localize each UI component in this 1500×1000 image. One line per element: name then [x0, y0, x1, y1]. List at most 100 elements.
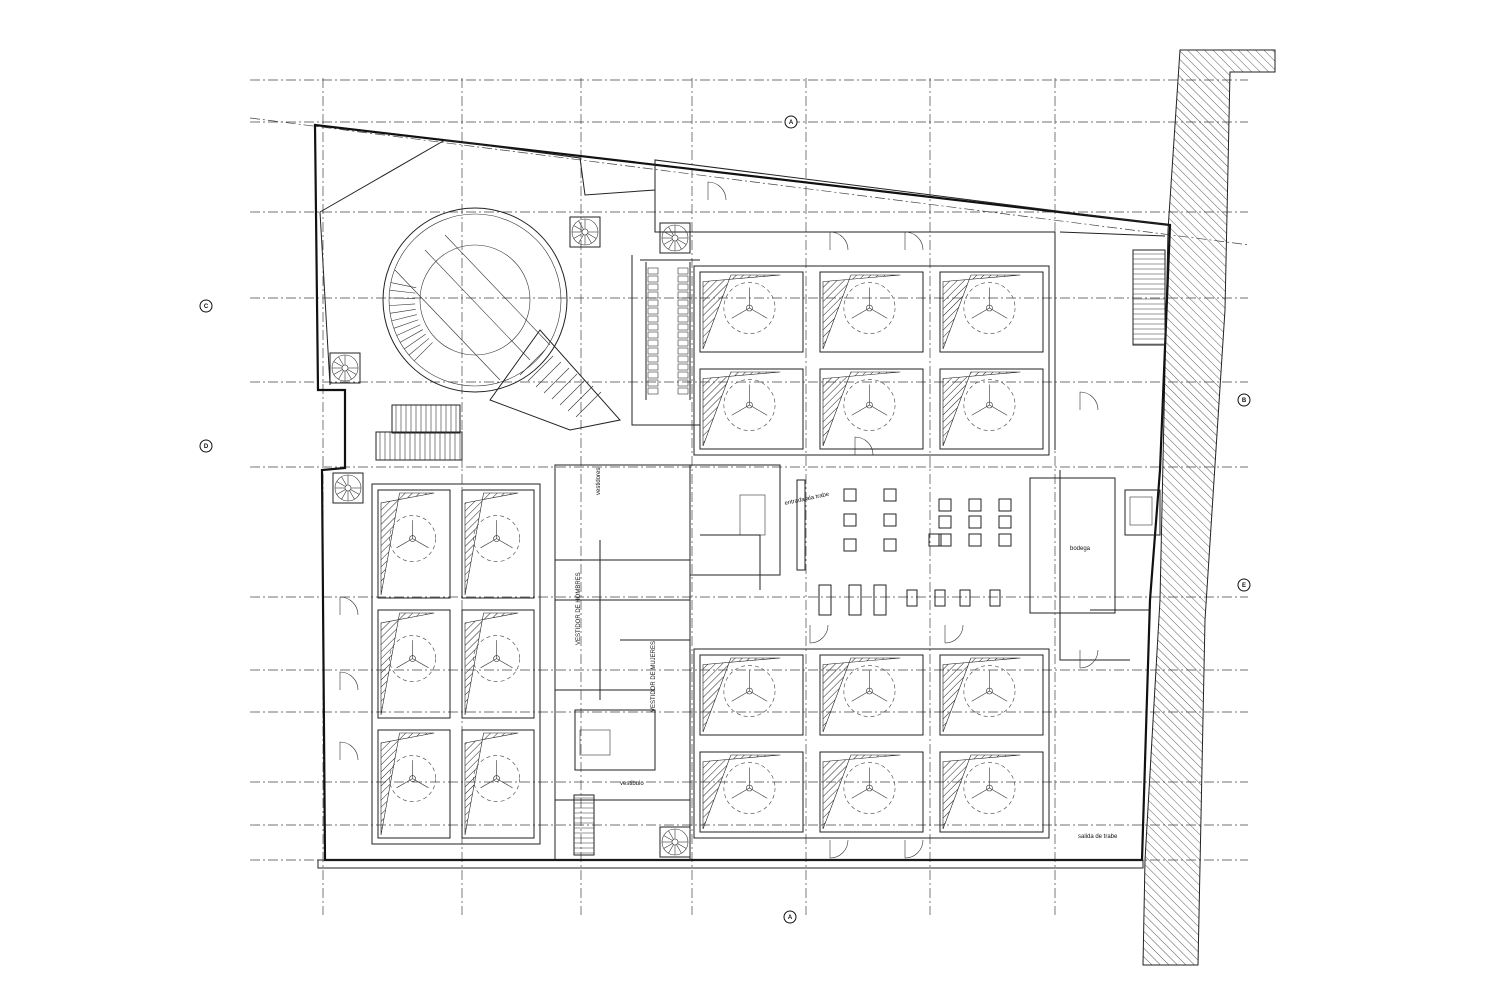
- court-cell-court-group-top-right-2: [939, 271, 1044, 353]
- bench-seat: [647, 267, 659, 275]
- door-swing-1: [904, 231, 924, 251]
- court-spoke: [989, 307, 1008, 319]
- spiral-stair-0: [569, 216, 601, 248]
- court-spoke: [731, 690, 750, 702]
- door-swing-7: [339, 596, 359, 616]
- court-cell-border: [377, 489, 451, 599]
- court-cell-border: [819, 654, 924, 736]
- atrium-tread: [390, 282, 417, 289]
- court-hatch: [464, 732, 519, 836]
- bench-seat: [677, 323, 689, 331]
- court-hatch: [464, 492, 519, 596]
- spiral-stair-tread: [663, 843, 673, 849]
- court-spoke: [971, 690, 990, 702]
- section-marker-b-right-label: B: [1242, 398, 1247, 404]
- spiral-stair-1: [659, 222, 691, 254]
- court-spoke: [731, 787, 750, 799]
- atrium-ramp-tread: [535, 361, 562, 388]
- court-circle: [843, 282, 896, 334]
- spiral-stair-tread: [350, 489, 360, 495]
- court-cell-border: [699, 654, 804, 736]
- section-marker-a-bottom-label: A: [788, 915, 793, 921]
- gym-machine-5: [883, 538, 897, 552]
- court-hatch: [380, 492, 435, 596]
- court-cell-court-group-top-right-3: [699, 368, 804, 450]
- atrium-ramp-tread: [575, 391, 602, 418]
- bench-seat: [677, 387, 689, 395]
- court-hatch: [822, 371, 901, 447]
- spiral-stair-3: [332, 472, 364, 504]
- court-spoke: [971, 307, 990, 319]
- section-marker-b-right: B: [1237, 393, 1251, 407]
- court-cell-court-group-bottom-right-0: [699, 654, 804, 736]
- label-changing-women: VESTIDOR DE MUJERES: [651, 641, 657, 712]
- court-center: [746, 304, 753, 312]
- spiral-stair-tread: [677, 843, 687, 849]
- court-cell-border: [939, 368, 1044, 450]
- court-group-top-right: [693, 265, 1050, 456]
- court-cell-border: [939, 654, 1044, 736]
- section-marker-e-right-label: E: [1242, 583, 1246, 589]
- court-circle: [843, 379, 896, 431]
- bench-seat: [647, 339, 659, 347]
- spiral-stair-tread: [341, 490, 347, 500]
- court-circle: [473, 515, 520, 562]
- atrium-tread: [391, 314, 417, 322]
- court-center: [986, 401, 993, 409]
- court-hatch: [702, 754, 781, 830]
- atrium-tread: [389, 308, 416, 314]
- court-circle: [473, 755, 520, 802]
- gym-machine-8: [998, 498, 1012, 512]
- atrium-tread: [400, 329, 423, 343]
- bench-seat: [647, 275, 659, 283]
- spiral-stair-tread: [586, 234, 592, 244]
- court-circle: [723, 379, 776, 431]
- court-center: [866, 687, 873, 695]
- grid-line-diagonal: [249, 117, 1251, 246]
- court-circle: [389, 755, 436, 802]
- court-cell-border: [377, 729, 451, 839]
- spiral-stair-tread: [668, 830, 674, 840]
- bench-seat: [677, 307, 689, 315]
- adjacent-building-wall: [1142, 49, 1276, 966]
- atrium-ramp-tread: [551, 373, 578, 400]
- bench-seat: [647, 283, 659, 291]
- court-cell-border: [377, 609, 451, 719]
- court-groups: [371, 265, 1050, 845]
- label-entrance-corridor: entrada ala trabe: [784, 492, 830, 507]
- bench-seat: [647, 379, 659, 387]
- label-wc-block: vestidores: [596, 468, 602, 495]
- spiral-stair-tread: [578, 234, 584, 244]
- spiral-stair-core: [341, 364, 349, 372]
- gym-bike-0: [906, 589, 918, 607]
- spiral-stair-box: [332, 472, 364, 504]
- door-swing-3: [809, 624, 829, 644]
- spiral-stair-tread: [677, 239, 687, 245]
- court-hatch: [702, 371, 781, 447]
- spiral-stair-2: [329, 352, 361, 384]
- bench-seat: [647, 363, 659, 371]
- gym-bike-2: [959, 589, 971, 607]
- court-circle: [963, 379, 1016, 431]
- court-spoke: [749, 787, 768, 799]
- spiral-stair-tread: [663, 835, 673, 841]
- spiral-stair-core: [671, 234, 679, 242]
- section-marker-c-left-label: C: [204, 304, 209, 310]
- court-center: [493, 775, 500, 782]
- court-cell-court-group-bottom-right-3: [699, 751, 804, 833]
- court-cell-border: [819, 368, 924, 450]
- court-spoke: [851, 307, 870, 319]
- court-circle: [963, 665, 1016, 717]
- bench-seat: [647, 347, 659, 355]
- court-spoke: [749, 690, 768, 702]
- bench-seat: [677, 267, 689, 275]
- court-cell-court-group-top-right-1: [819, 271, 924, 353]
- gym-machine-14: [998, 533, 1012, 547]
- room-labels: entrada ala trabe vestidores VESTIDOR DE…: [576, 468, 1118, 840]
- bench-seat: [677, 379, 689, 387]
- court-group-left: [371, 483, 541, 845]
- spiral-stair-tread: [333, 361, 343, 367]
- circular-atrium: [382, 207, 621, 431]
- court-spoke: [989, 404, 1008, 416]
